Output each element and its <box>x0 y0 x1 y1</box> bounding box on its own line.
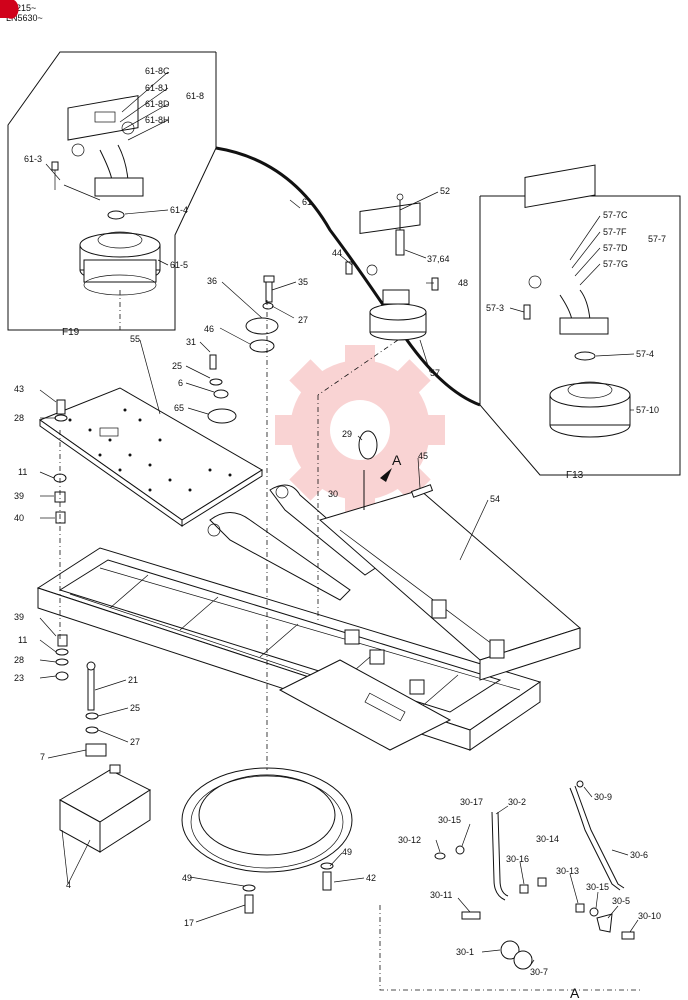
callout-45: 45 <box>418 451 428 461</box>
callout-61-4: 61-4 <box>170 205 188 215</box>
callout-39a: 39 <box>14 491 24 501</box>
callout-25a: 25 <box>172 361 182 371</box>
callout-52: 52 <box>440 186 450 196</box>
top-plate <box>38 387 263 527</box>
callout-57-4: 57-4 <box>636 349 654 359</box>
callout-28b: 28 <box>14 655 24 665</box>
callout-31: 31 <box>186 337 196 347</box>
callout-40: 40 <box>14 513 24 523</box>
callout-44: 44 <box>332 248 342 258</box>
callout-36: 36 <box>207 276 217 286</box>
callout-30-2: 30-2 <box>508 797 526 807</box>
view-bottom-label: A <box>570 985 580 1000</box>
link-arc <box>215 146 481 407</box>
callout-43: 43 <box>14 384 24 394</box>
inset-label-f13: F13 <box>566 470 584 481</box>
callout-57-7f: 57-7F <box>603 227 627 237</box>
callout-37-64: 37,64 <box>427 254 450 264</box>
callout-4: 4 <box>66 880 71 890</box>
callout-57-7g: 57-7G <box>603 259 628 269</box>
swing-bearing <box>181 767 353 873</box>
callout-57-3: 57-3 <box>486 303 504 313</box>
leader-lines <box>39 71 639 967</box>
header-serial-1: 50215~ <box>6 3 37 13</box>
callout-57-10: 57-10 <box>636 405 659 415</box>
upper-frame <box>36 484 582 751</box>
callout-25b: 25 <box>130 703 140 713</box>
callout-7: 7 <box>40 752 45 762</box>
callout-61-8c: 61-8C <box>145 66 170 76</box>
watermark-gear-icon <box>275 345 445 515</box>
callout-30-13: 30-13 <box>556 866 579 876</box>
callout-30-7: 30-7 <box>530 967 548 977</box>
callout-57: 57 <box>430 368 440 378</box>
corner-badge <box>0 0 19 19</box>
callout-21: 21 <box>128 675 138 685</box>
callout-30-10: 30-10 <box>638 911 661 921</box>
callout-30-12: 30-12 <box>398 835 421 845</box>
callout-39b: 39 <box>14 612 24 622</box>
callout-27b: 27 <box>130 737 140 747</box>
view-arrow-label: A <box>392 452 402 468</box>
center-lines <box>59 290 399 770</box>
callout-30-9: 30-9 <box>594 792 612 802</box>
callout-48: 48 <box>458 278 468 288</box>
callout-11a: 11 <box>18 467 27 477</box>
inset-label-f19: F19 <box>62 327 80 338</box>
callout-46: 46 <box>204 324 214 334</box>
callout-42: 42 <box>366 873 376 883</box>
callout-57-7c: 57-7C <box>603 210 628 220</box>
callout-30-14: 30-14 <box>536 834 559 844</box>
callout-30-15a: 30-15 <box>438 815 461 825</box>
callout-30-1: 30-1 <box>456 947 474 957</box>
hardware-small-parts <box>53 275 434 914</box>
callout-57-7d: 57-7D <box>603 243 628 253</box>
callout-23: 23 <box>14 673 24 683</box>
header-serial-2: LN5630~ <box>6 13 43 23</box>
callout-30-6: 30-6 <box>630 850 648 860</box>
callout-30-11: 30-11 <box>430 890 452 900</box>
callout-61-8j: 61-8J <box>145 83 168 93</box>
callout-30-5: 30-5 <box>612 896 630 906</box>
battery-box <box>58 764 152 853</box>
callout-17: 17 <box>184 918 194 928</box>
callout-29: 29 <box>342 429 352 439</box>
callout-28a: 28 <box>14 413 24 423</box>
callout-61-8: 61-8 <box>186 91 204 101</box>
callout-6: 6 <box>178 378 183 388</box>
callout-61-3: 61-3 <box>24 154 42 164</box>
callout-55: 55 <box>130 334 140 344</box>
callout-labels: 61-8C 61-8J 61-8D 61-8H 61-8 61-3 61-4 6… <box>14 66 666 977</box>
callout-61-5: 61-5 <box>170 260 188 270</box>
callout-30: 30 <box>328 489 338 499</box>
callout-30-17: 30-17 <box>460 797 483 807</box>
callout-61: 61 <box>302 197 312 207</box>
callout-49b: 49 <box>342 847 352 857</box>
callout-54: 54 <box>490 494 500 504</box>
lever-detail-a <box>379 780 640 991</box>
callout-65: 65 <box>174 403 184 413</box>
callout-49a: 49 <box>182 873 192 883</box>
inset-f13 <box>479 164 681 476</box>
callout-61-8h: 61-8H <box>145 115 170 125</box>
callout-61-8d: 61-8D <box>145 99 170 109</box>
callout-57-7: 57-7 <box>648 234 666 244</box>
callout-27a: 27 <box>298 315 308 325</box>
callout-30-15b: 30-15 <box>586 882 609 892</box>
callout-35: 35 <box>298 277 308 287</box>
callout-30-16: 30-16 <box>506 854 529 864</box>
inset-f19 <box>7 51 217 331</box>
swing-motor-center <box>345 193 439 341</box>
callout-11b: 11 <box>18 635 27 645</box>
